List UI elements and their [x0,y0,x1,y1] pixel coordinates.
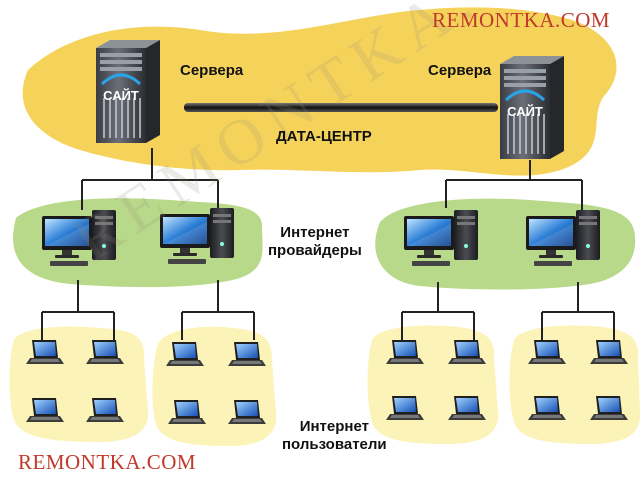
providers-label-line-2: провайдеры [268,242,362,259]
user-zone-3 [367,325,499,444]
providers-label: Интернет провайдеры [268,224,362,260]
datacenter-zone [22,7,617,176]
server-label-right: Сервера [428,62,492,79]
users-label: Интернет пользователи [282,418,387,454]
user-zone-4 [509,325,641,444]
connection-lines [41,148,615,340]
server-label-left: Сервера [180,62,244,79]
brand-top-right: REMONTKA.COM [432,8,611,32]
providers-label-line-1: Интернет [280,224,350,241]
users-label-line-2: пользователи [282,436,387,453]
user-zone-1 [9,326,149,442]
datacenter-label: ДАТА-ЦЕНТР [276,128,372,145]
datacenter-link [184,103,498,112]
brand-bottom-left: REMONTKA.COM [18,450,197,474]
server-left-logo-text: САЙТ [103,88,139,103]
users-label-line-1: Интернет [299,418,369,435]
server-right-logo-text: САЙТ [507,104,543,119]
